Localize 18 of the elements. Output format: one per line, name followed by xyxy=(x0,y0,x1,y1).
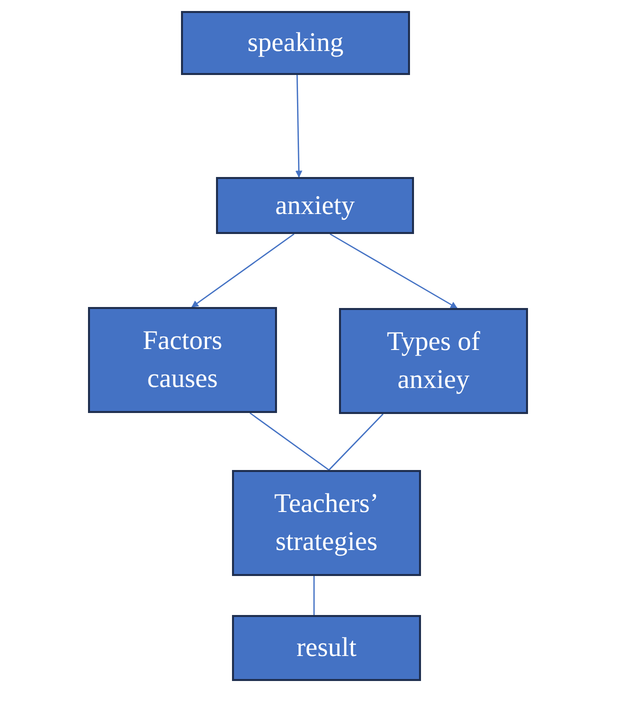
process-box xyxy=(181,11,410,75)
process-box xyxy=(88,307,277,413)
box-label: anxiety xyxy=(275,188,355,222)
box-label: speaking xyxy=(248,26,344,60)
arrow xyxy=(330,233,458,309)
box-label: Teachers’ strategies xyxy=(273,487,380,558)
arrow xyxy=(295,74,302,178)
connector-line xyxy=(328,414,384,470)
arrow xyxy=(191,233,294,308)
process-box xyxy=(339,308,528,414)
box-label: result xyxy=(296,631,356,664)
box-label: Factors causes xyxy=(142,324,224,395)
box-label: Types of anxiey xyxy=(386,325,482,396)
connector-line xyxy=(313,576,315,615)
connector-line xyxy=(250,412,330,471)
process-box xyxy=(216,177,414,234)
process-box xyxy=(232,470,421,576)
process-box xyxy=(232,615,421,681)
